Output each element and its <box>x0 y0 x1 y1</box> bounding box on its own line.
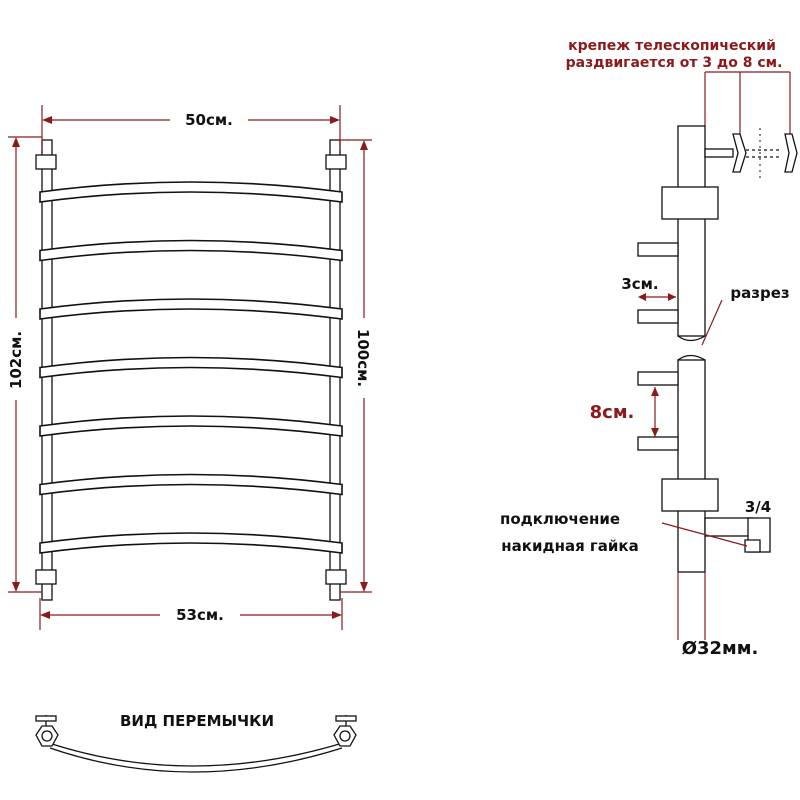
mount-label-line2: раздвигается от 3 до 8 см. <box>566 55 783 71</box>
thread-label: 3/4 <box>745 498 771 516</box>
left-bottom-fitting <box>35 569 57 585</box>
rung <box>39 415 343 437</box>
gap-8-label: 8см. <box>590 402 635 423</box>
rung-stub <box>637 309 679 324</box>
mount-label-line1: крепеж телескопический <box>568 38 776 54</box>
right-bottom-fitting <box>325 569 347 585</box>
rung <box>39 298 343 320</box>
lower-clamp <box>661 478 719 512</box>
rungs <box>39 181 343 554</box>
side-pipe-upper <box>677 125 706 337</box>
telescopic-bracket <box>704 128 798 180</box>
rung-stub <box>637 371 679 386</box>
section-label: разрез <box>730 284 789 302</box>
height-left-label: 102см. <box>7 331 25 389</box>
rung <box>39 356 343 379</box>
rung <box>39 532 343 554</box>
front-view <box>35 139 347 601</box>
right-top-fitting <box>325 154 347 170</box>
side-pipe-lower <box>677 359 706 573</box>
height-right-label: 100см. <box>354 329 372 387</box>
upper-clamp <box>661 186 719 220</box>
crossbar-view-label: ВИД ПЕРЕМЫЧКИ <box>120 712 274 730</box>
dimension-left: 102см. <box>7 136 42 593</box>
connection-label-line1: подключение <box>500 510 620 528</box>
left-top-fitting <box>35 154 57 170</box>
rung <box>39 181 343 203</box>
diameter-label: Ø32мм. <box>682 638 759 659</box>
rung <box>39 473 343 496</box>
rung <box>39 239 343 262</box>
rung-stub <box>637 242 679 257</box>
width-top-label: 50см. <box>185 111 233 129</box>
dimension-right: 100см. <box>340 139 372 593</box>
width-bottom-label: 53см. <box>176 606 224 624</box>
gap-3-label: 3см. <box>621 275 658 293</box>
rung-stub <box>637 436 679 451</box>
connection-label-line2: накидная гайка <box>501 537 638 555</box>
dimension-bottom: 53см. <box>39 598 343 630</box>
crossbar-view: ВИД ПЕРЕМЫЧКИ <box>35 712 357 773</box>
connection-fitting <box>704 517 771 553</box>
side-view: крепеж телескопический раздвигается от 3… <box>500 38 798 659</box>
dimension-top: 50см. <box>41 105 341 150</box>
